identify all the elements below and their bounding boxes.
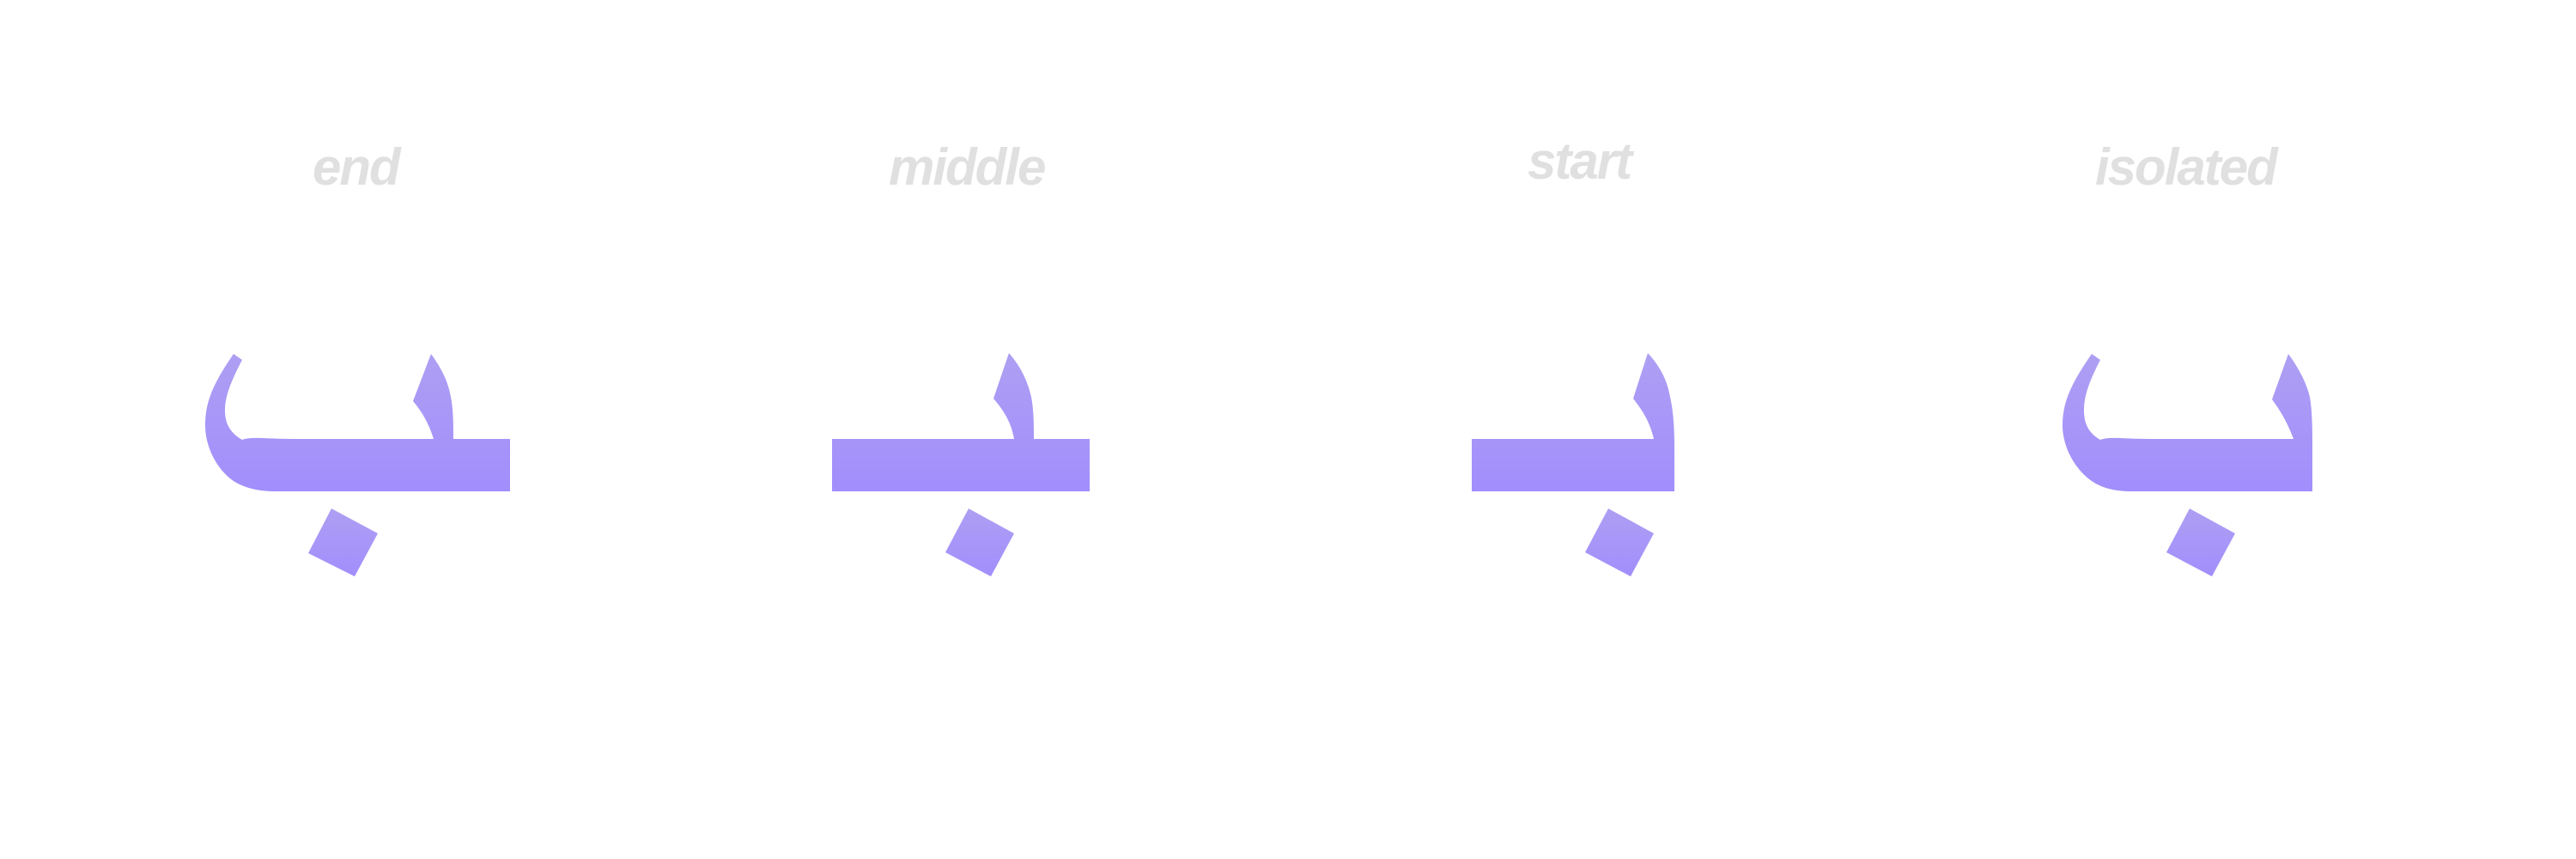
form-label-isolated: isolated — [2095, 138, 2278, 196]
glyph-start-form — [1472, 353, 1674, 576]
form-label-end: end — [313, 138, 401, 196]
form-label-middle: middle — [889, 138, 1046, 196]
glyph-end-form — [205, 354, 510, 576]
glyph-middle-form — [832, 353, 1090, 576]
glyph-isolated-form — [2063, 354, 2312, 576]
form-label-start: start — [1528, 132, 1632, 190]
